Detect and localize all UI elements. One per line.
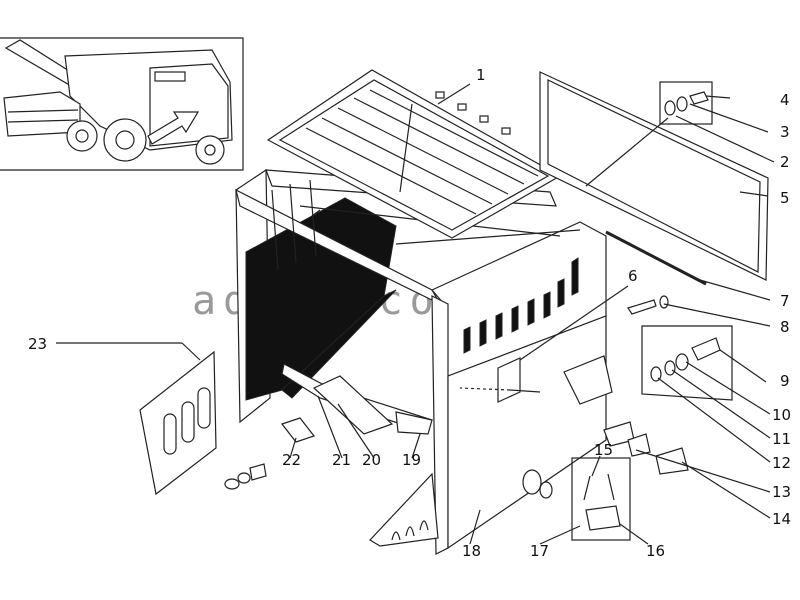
callout-12: 12 <box>772 454 791 472</box>
callout-7: 7 <box>780 292 790 310</box>
bolt-22 <box>224 417 315 490</box>
callout-15: 15 <box>594 441 613 459</box>
hinge-parts <box>603 421 689 475</box>
callout-23: 23 <box>28 335 47 353</box>
roof-panel <box>266 69 562 239</box>
bolt-group-top <box>585 81 713 187</box>
panel-20 <box>369 472 439 547</box>
callout-17: 17 <box>530 542 549 560</box>
leader-lines <box>56 83 775 545</box>
callout-6: 6 <box>628 267 638 285</box>
bolt-group-right <box>641 325 733 401</box>
seal-strip <box>605 230 707 286</box>
callout-8: 8 <box>780 318 790 336</box>
combine-inset <box>0 37 244 171</box>
callout-10: 10 <box>772 406 791 424</box>
callout-16: 16 <box>646 542 665 560</box>
callout-13: 13 <box>772 483 791 501</box>
callout-5: 5 <box>780 189 790 207</box>
hardware-group-bottom <box>522 457 631 541</box>
window-glass <box>539 71 769 281</box>
callout-4: 4 <box>780 91 790 109</box>
bolt-8 <box>627 295 669 315</box>
callout-3: 3 <box>780 123 790 141</box>
callout-19: 19 <box>402 451 421 469</box>
callout-21: 21 <box>332 451 351 469</box>
callout-11: 11 <box>772 430 791 448</box>
callout-1: 1 <box>476 66 486 84</box>
step-bracket <box>281 363 433 435</box>
callout-labels: 1 2 3 4 5 6 7 8 9 10 11 12 13 14 15 16 1… <box>28 66 791 560</box>
callout-14: 14 <box>772 510 791 528</box>
bracket-6 <box>497 355 613 405</box>
callout-20: 20 <box>362 451 381 469</box>
callout-9: 9 <box>780 372 790 390</box>
side-louvres <box>463 257 579 354</box>
callout-22: 22 <box>282 451 301 469</box>
callout-18: 18 <box>462 542 481 560</box>
callout-2: 2 <box>780 153 790 171</box>
panel-23 <box>139 350 217 496</box>
